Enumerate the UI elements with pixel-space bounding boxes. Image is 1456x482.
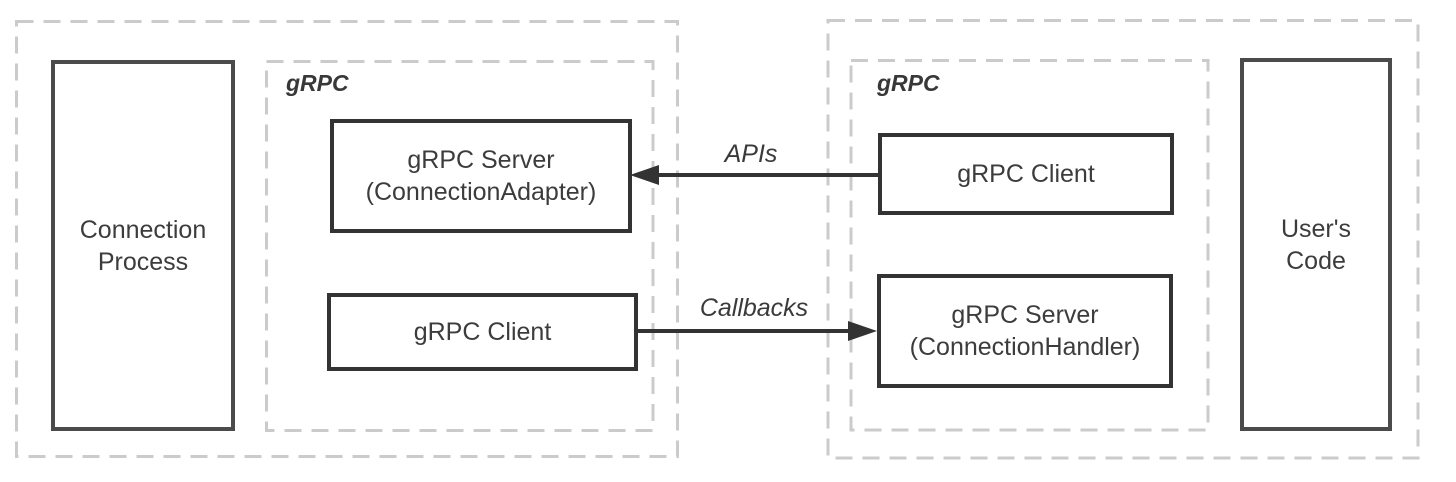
- grpc-server-handler-label-line1: gRPC Server: [951, 301, 1099, 329]
- grpc-server-adapter-label-line2: (ConnectionAdapter): [365, 178, 597, 206]
- grpc-server-handler-box: gRPC Server (ConnectionHandler): [877, 274, 1173, 388]
- callbacks-arrow-label: Callbacks: [699, 294, 809, 322]
- connection-process-label-line1: Connection: [79, 215, 207, 244]
- apis-arrow: [630, 165, 879, 185]
- right-grpc-client-label: gRPC Client: [957, 160, 1095, 188]
- connection-process-box: Connection Process: [51, 60, 235, 431]
- right-grpc-container-border: [849, 59, 1210, 432]
- users-code-label-line2: Code: [1286, 246, 1346, 275]
- left-grpc-container-label: gRPC: [286, 70, 349, 96]
- connection-process-label-line2: Process: [97, 247, 189, 276]
- right-grpc-container-label: gRPC: [877, 70, 940, 96]
- left-grpc-client-label: gRPC Client: [413, 318, 552, 346]
- grpc-server-handler-label-line2: (ConnectionHandler): [909, 333, 1141, 361]
- callbacks-arrowhead-right-icon: [848, 321, 877, 341]
- grpc-server-adapter-box: gRPC Server (ConnectionAdapter): [330, 119, 632, 233]
- callbacks-arrow: [638, 321, 877, 341]
- left-grpc-client-box: gRPC Client: [327, 293, 638, 371]
- apis-arrowhead-left-icon: [630, 165, 659, 185]
- apis-arrow-label: APIs: [724, 140, 778, 168]
- left-process-group-border: [15, 20, 679, 458]
- users-code-label-line1: User's: [1280, 214, 1352, 243]
- grpc-server-adapter-label-line1: gRPC Server: [407, 146, 555, 174]
- right-user-group-border: [826, 19, 1420, 460]
- users-code-box: User's Code: [1240, 58, 1392, 431]
- right-grpc-client-box: gRPC Client: [878, 133, 1174, 215]
- left-grpc-container-border: [265, 60, 655, 432]
